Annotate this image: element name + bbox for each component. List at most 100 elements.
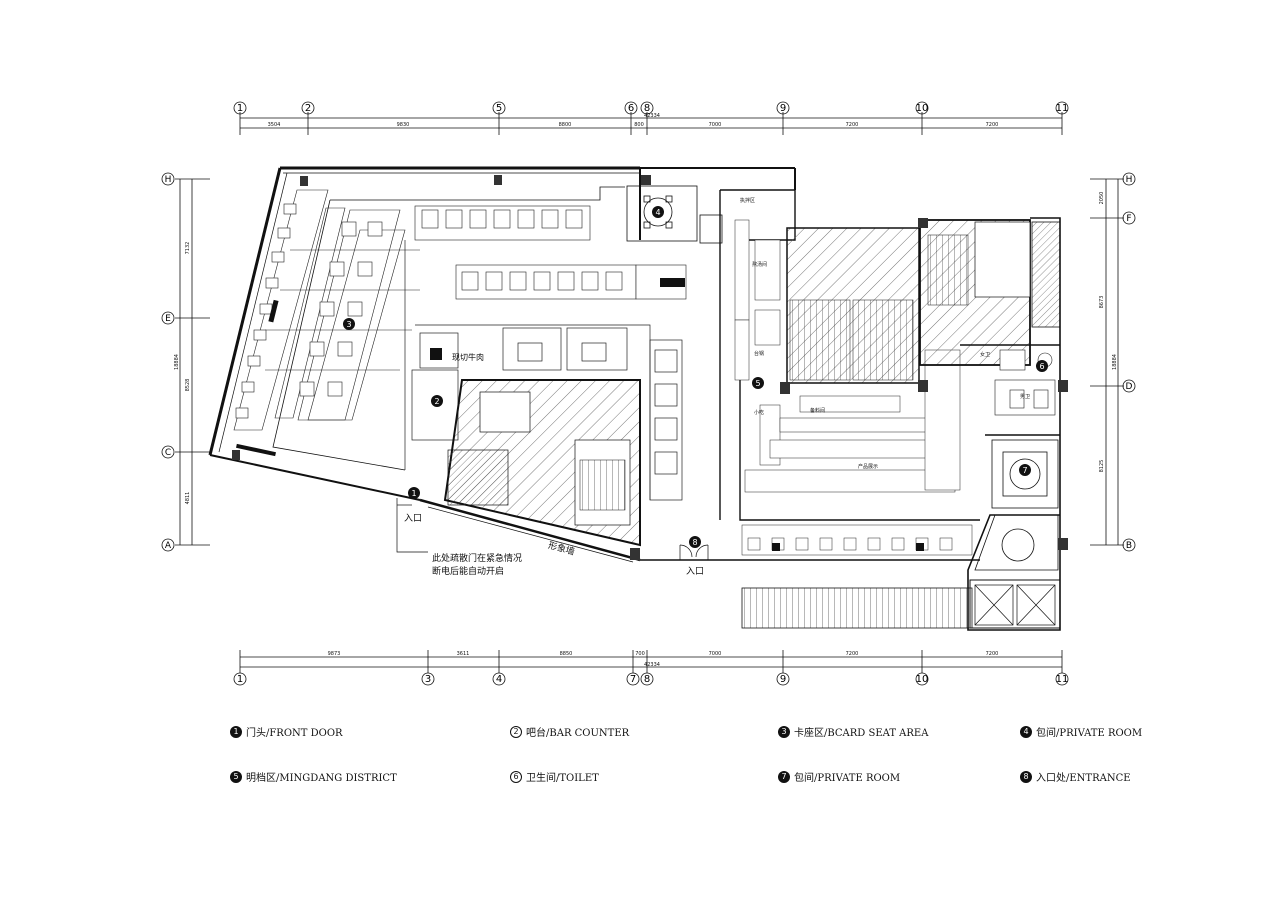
annotation-leaders: [396, 498, 428, 553]
legend-text: 门头/FRONT DOOR: [246, 728, 343, 739]
marker-2: 2: [434, 397, 439, 406]
booth-tables-left: [235, 203, 383, 419]
grid-label: 1: [237, 103, 243, 114]
stair-core-centre: [443, 379, 641, 547]
legend-item-6: 6 卫生间/TOILET: [510, 769, 599, 784]
dim-value: 7000: [709, 651, 722, 657]
legend-number: 4: [1020, 725, 1032, 738]
grid-label: 8: [644, 674, 650, 685]
grid-label: H: [165, 175, 172, 185]
dim-total: 42334: [644, 113, 660, 119]
kitchen-column: [772, 543, 780, 551]
cutting-room-label: 现切牛肉: [452, 352, 484, 362]
legend-number: 7: [778, 770, 790, 783]
legend-text: 卡座区/BCARD SEAT AREA: [794, 728, 929, 739]
legend-number: 3: [778, 725, 790, 738]
toilet-fixtures: [994, 349, 1056, 416]
grid-label: E: [165, 314, 171, 324]
grid-label: 2: [305, 103, 311, 114]
grid-label: 5: [496, 103, 502, 114]
dim-value: 8800: [559, 122, 572, 128]
dim-value: 700: [635, 651, 645, 657]
outer-walls: [208, 166, 796, 563]
marker-4: 4: [655, 208, 660, 217]
kitchen-column: [916, 543, 924, 551]
entrance-label-left: 入口: [404, 513, 422, 524]
room-label: 小吃: [754, 409, 764, 416]
grid-label: 6: [628, 103, 634, 114]
dim-value: 8125: [1099, 460, 1105, 473]
top-dimension-line: [239, 112, 1063, 135]
hatched-rooms-right: [786, 219, 1061, 384]
private-room-4: [626, 185, 723, 244]
dim-total: 18884: [1112, 354, 1118, 370]
private-room-lower: [974, 514, 1059, 571]
marker-5: 5: [755, 379, 760, 388]
marker-7: 7: [1022, 466, 1027, 475]
exterior-steps: [741, 587, 973, 629]
bench-row-1: [414, 205, 591, 241]
marker-1: 1: [411, 489, 416, 498]
dim-value: 3611: [457, 651, 470, 657]
grid-label: 10: [916, 674, 929, 685]
grid-label: 9: [780, 674, 786, 685]
legend-text: 吧台/BAR COUNTER: [526, 728, 630, 739]
grid-label: D: [1126, 382, 1133, 392]
grid-label: 11: [1056, 103, 1069, 114]
grid-label: C: [165, 448, 171, 458]
bench-row-2: [455, 264, 687, 300]
marker-3: 3: [346, 320, 351, 329]
legend-text: 明档区/MINGDANG DISTRICT: [246, 773, 397, 784]
dim-total: 18884: [174, 354, 180, 370]
left-dimension-line: [175, 178, 210, 546]
room-label: 台锅: [754, 350, 764, 357]
bench-row-2-dark: [660, 278, 685, 287]
marker-6: 6: [1039, 362, 1044, 371]
legend-text: 包间/PRIVATE ROOM: [1036, 728, 1143, 739]
entrance-doors: [679, 544, 709, 560]
elevators: [974, 584, 1056, 626]
grid-label: B: [1126, 541, 1132, 551]
dim-value: 4811: [185, 492, 191, 505]
dim-value: 9873: [328, 651, 341, 657]
legend-number: 8: [1020, 770, 1032, 783]
legend-item-2: 2 吧台/BAR COUNTER: [510, 724, 629, 739]
bar-column: [430, 348, 442, 360]
room-label: 备料间: [810, 407, 825, 414]
legend-text: 卫生间/TOILET: [526, 773, 599, 784]
right-grid-labels: H F D B: [1122, 172, 1136, 552]
structural-columns: [232, 175, 1068, 560]
emergency-note-line-1: 此处疏散门在紧急情况: [432, 552, 522, 564]
grid-label: 10: [916, 103, 929, 114]
emergency-note-line-2: 断电后能自动开启: [432, 565, 504, 577]
room-label: 熬汤间: [752, 261, 767, 268]
left-dimension-values: 7132 8528 4811 18884: [174, 242, 191, 505]
grid-label: 3: [425, 674, 431, 685]
dim-value: 7000: [709, 122, 722, 128]
dim-value: 7200: [846, 651, 859, 657]
area-markers: 4 3 2 1 5 6 7 8: [343, 206, 1048, 548]
grid-label: 7: [630, 674, 636, 685]
dim-value: 7200: [986, 122, 999, 128]
central-dining-block: [404, 240, 683, 501]
bottom-dimension-values: 9873 3611 8850 700 7000 7200 7200 42334: [328, 651, 999, 668]
dim-value: 8673: [1099, 296, 1105, 309]
legend-item-4: 4 包间/PRIVATE ROOM: [1020, 724, 1142, 739]
room-label: 女卫: [980, 351, 990, 358]
dim-value: 9830: [397, 122, 410, 128]
grid-label: F: [1126, 214, 1131, 224]
right-dimension-values: 2050 8673 8125 18884: [1099, 192, 1118, 473]
dim-value: 800: [634, 122, 644, 128]
kitchen-equipment: [734, 219, 973, 556]
room-label: 产品展示: [858, 463, 878, 470]
booth-window-strip: [236, 299, 279, 457]
marker-8: 8: [692, 538, 697, 547]
legend-item-1: 1 门头/FRONT DOOR: [230, 724, 343, 739]
dim-value: 7200: [846, 122, 859, 128]
grid-label: 8: [644, 103, 650, 114]
grid-label: 9: [780, 103, 786, 114]
left-grid-labels: H E C A: [161, 172, 175, 552]
top-grid-labels: 1 2 5 6 8 9 10 11: [233, 101, 1069, 115]
entrance-label-right: 入口: [686, 566, 704, 577]
